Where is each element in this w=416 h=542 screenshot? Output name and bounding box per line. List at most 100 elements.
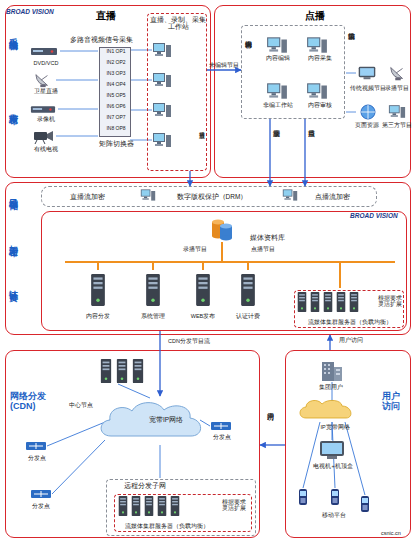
section-panel: 用户访问 <box>285 350 411 538</box>
record-source <box>391 68 403 81</box>
workstation <box>307 37 327 52</box>
section-panel: 点播内容编辑平台 <box>214 5 411 178</box>
subnet-box: 远程分发子网流媒体集群服务器（负载均衡） 根据要求 灵活扩展 <box>106 479 256 536</box>
node-text: 采集编辑 <box>9 31 19 35</box>
server <box>350 292 359 312</box>
connector-arrow <box>189 171 190 186</box>
server <box>101 359 111 383</box>
part-label: 分发点 <box>26 503 56 509</box>
part-label: IP宽带网络 <box>308 424 362 430</box>
node-text: IN5 OP5 <box>101 93 131 99</box>
node-text: 点播流加密 <box>307 193 357 200</box>
server <box>132 496 141 516</box>
satellite-dish <box>36 75 48 87</box>
connector-arrow <box>159 331 160 396</box>
part-label: WEB发布 <box>186 313 220 319</box>
connector-arrow <box>304 119 305 186</box>
node-text: 直播、录制、采集工作站 <box>150 16 206 31</box>
workstation <box>307 83 327 98</box>
phone <box>331 489 339 505</box>
node-text: 编目存储 <box>9 191 19 195</box>
part-label: csnic.cn <box>370 530 412 536</box>
part-label: 中心节点 <box>66 402 96 408</box>
part-label: 有线电视 <box>26 146 66 152</box>
part-label: 内容编辑 <box>258 55 298 61</box>
part-label: 卫星直播 <box>26 88 66 94</box>
router <box>31 490 51 498</box>
server <box>117 359 127 383</box>
server <box>171 496 180 516</box>
workstation-group: 直播、录制、采集工作站 <box>147 13 207 171</box>
part-label: 认证计费 <box>231 313 265 319</box>
connector-arrow <box>260 444 285 445</box>
part-label: 页面资源 <box>350 122 384 128</box>
building <box>322 362 342 381</box>
cluster-group: 流媒体集群服务器（负载均衡）根据要求 灵活扩展 <box>294 290 404 328</box>
node-text: IN2 OP2 <box>101 60 131 66</box>
matrix-switch: IN1 OP1IN2 OP2IN3 OP3IN4 OP4IN5 OP5IN6 O… <box>99 47 131 137</box>
node-text: 根据要求 灵活扩展 <box>377 295 403 308</box>
edge-label: 用户访问 <box>336 337 366 343</box>
part-label: 内容分发 <box>81 313 115 319</box>
server <box>91 274 105 306</box>
section-panel: 网络分发 (CDN) 宽带IP网络远程分发子网流媒体集群服务器（负载均衡） 根据要求… <box>5 350 260 538</box>
part-label: 传统视频节目 <box>348 85 388 91</box>
edge-label: CDN分发节目流 <box>164 338 214 344</box>
brand-logo: BROAD VISION <box>6 8 54 15</box>
vcr <box>31 106 55 113</box>
workstation <box>267 37 287 52</box>
node-text: 流媒体集群服务器（负载均衡） <box>117 523 217 529</box>
server <box>324 292 333 312</box>
node-text: 用户访问 <box>382 391 402 412</box>
cloud-shape <box>101 403 201 436</box>
node-text: 直播流加密 <box>62 193 112 200</box>
router <box>211 422 231 430</box>
database <box>212 220 232 241</box>
cluster-group: 流媒体集群服务器（负载均衡） 根据要求 灵活扩展 <box>114 494 252 532</box>
node-text: 数字版权保护（DRM） <box>162 193 262 200</box>
part-label: 第三方节目 <box>382 122 412 128</box>
node-text: IN3 OP3 <box>101 71 131 77</box>
part-label: 内容审核 <box>300 102 340 108</box>
node-text: 点播 <box>295 10 335 22</box>
section-panel: 编目存储加密发布认证计费直播流加密数字版权保护（DRM）点播流加密媒体资料库流媒… <box>5 182 411 335</box>
part-label: 多路音视频信号采集 <box>66 36 136 43</box>
node-text: 网络分发 (CDN) <box>10 391 50 412</box>
router <box>26 442 46 450</box>
node-text: IN6 OP6 <box>101 104 131 110</box>
node-text: 审核发布 <box>9 106 19 110</box>
part-label: 移动平台 <box>312 512 356 518</box>
part-label: 系统管理 <box>136 313 170 319</box>
tv-set <box>320 441 344 459</box>
workstation <box>267 83 287 98</box>
server <box>145 496 154 516</box>
node-text: 宽带IP网络 <box>141 416 191 423</box>
node-text: 认证计费 <box>9 283 19 287</box>
dvd-player <box>31 48 57 55</box>
part-label: 点播节目 <box>248 246 278 252</box>
node-text: 矩阵切换器 <box>92 140 140 147</box>
server <box>311 292 320 312</box>
part-label: 内容采集 <box>300 55 340 61</box>
node-text: 远程分发子网 <box>115 482 175 489</box>
node-text: IN8 OP8 <box>101 126 131 132</box>
server <box>119 496 128 516</box>
server <box>337 292 346 312</box>
edge-label: 未编辑节目 <box>208 62 240 68</box>
third-party-source <box>389 105 405 118</box>
server <box>158 496 167 516</box>
server <box>298 292 307 312</box>
server <box>241 274 255 306</box>
tv-source <box>359 67 376 79</box>
access-link <box>303 382 365 495</box>
connector-arrow <box>207 69 241 70</box>
phone <box>361 496 369 512</box>
connector-arrow <box>269 119 270 186</box>
camera <box>34 131 53 144</box>
lan-bus <box>65 242 395 288</box>
node-text: 根据要求 灵活扩展 <box>219 499 249 512</box>
node-text: IN4 OP4 <box>101 82 131 88</box>
